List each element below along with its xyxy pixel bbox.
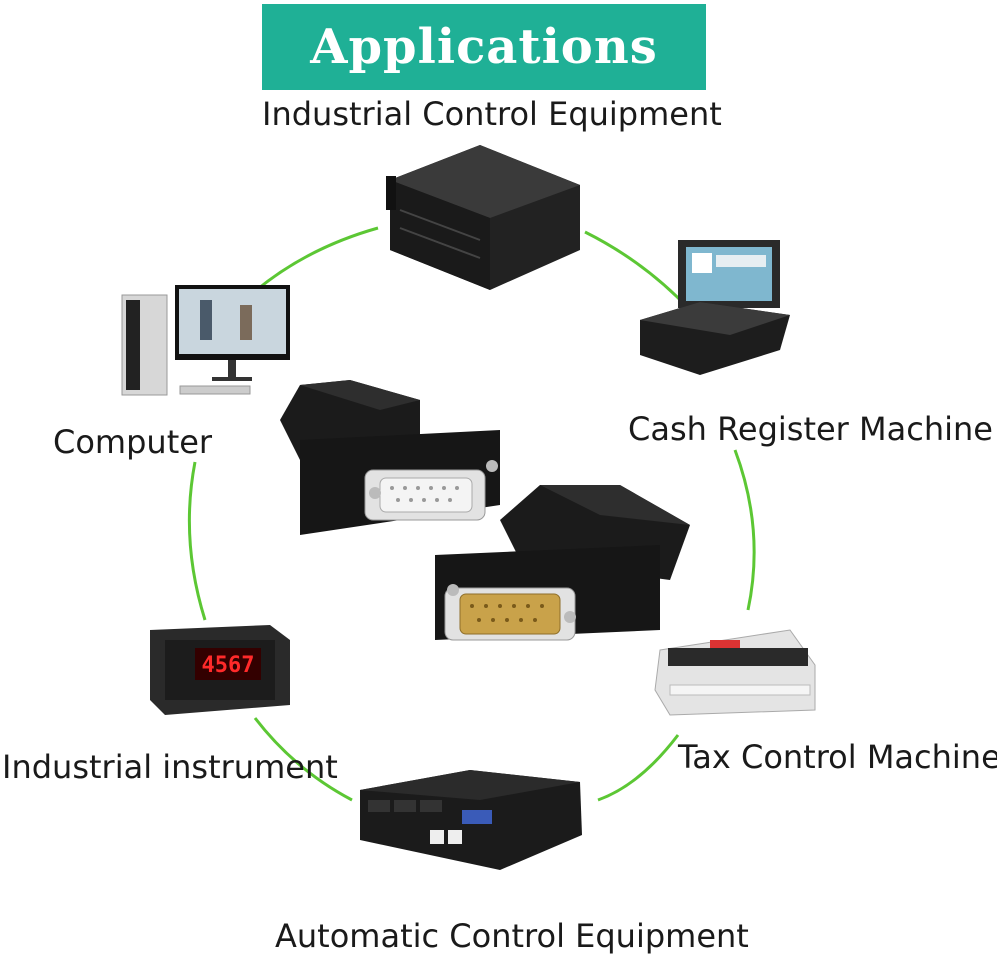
label-cash-register-machine: Cash Register Machine [628, 410, 993, 448]
industrial-pc-icon [360, 770, 582, 870]
desktop-computer-icon [121, 285, 290, 396]
banner-title: Applications [310, 19, 658, 75]
pos-terminal-icon [640, 240, 790, 375]
db15-female-connector [280, 380, 500, 535]
connection-ring [187, 226, 756, 802]
label-industrial-control-equipment: Industrial Control Equipment [262, 95, 722, 133]
label-tax-control-machine: Tax Control Machine [678, 738, 997, 776]
applications-banner: Applications [262, 4, 706, 90]
label-computer: Computer [53, 423, 213, 461]
db15-male-connector [435, 485, 690, 641]
label-automatic-control-equipment: Automatic Control Equipment [275, 917, 749, 955]
digital-meter-icon: 4567 [150, 625, 290, 715]
server-chassis-icon [386, 145, 580, 290]
label-industrial-instrument: Industrial instrument [2, 748, 338, 786]
dot-matrix-printer-icon [654, 629, 816, 716]
meter-readout: 4567 [202, 653, 255, 678]
